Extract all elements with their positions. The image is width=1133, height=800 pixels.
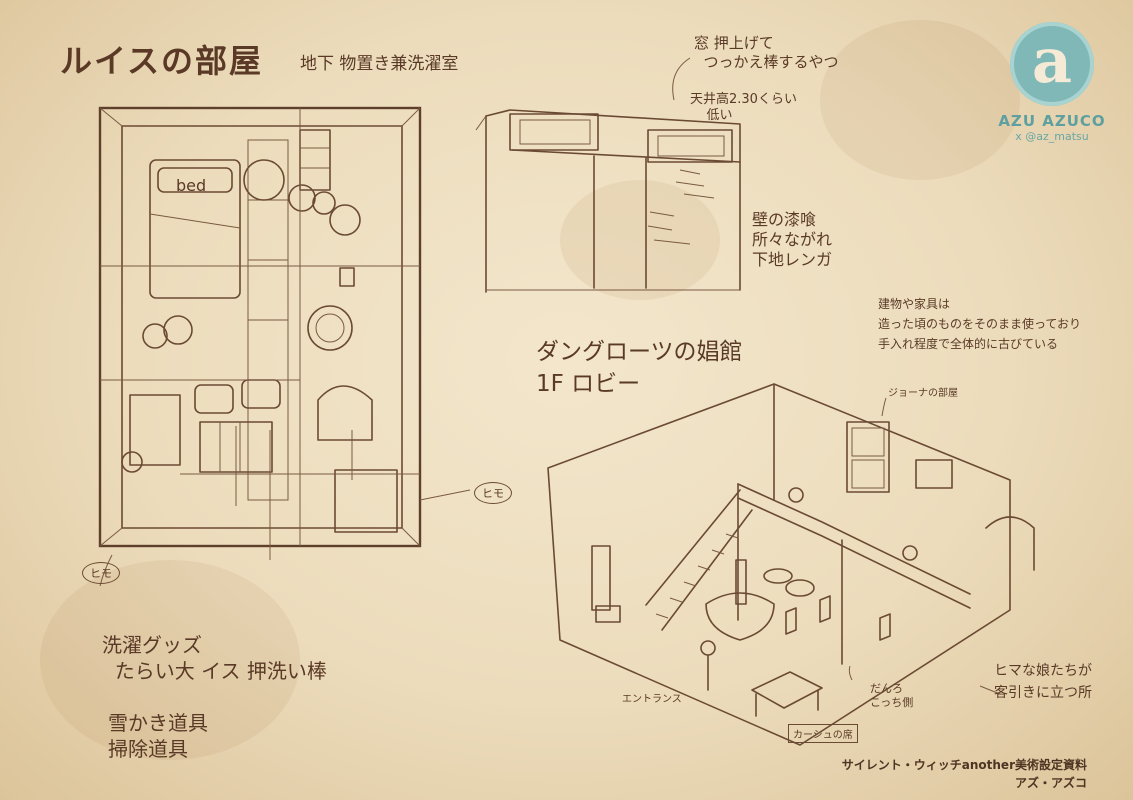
fireplace-note: だんろ こっち側 xyxy=(870,682,914,709)
window xyxy=(647,129,733,163)
figure xyxy=(902,545,918,561)
johnny-room-label: ジョーナの部屋 xyxy=(888,388,958,399)
page-title: ルイスの部屋 xyxy=(60,42,264,80)
figure xyxy=(788,487,804,503)
barrel xyxy=(243,159,285,201)
wall-elevation xyxy=(475,57,741,293)
window xyxy=(591,545,611,611)
logo-name: AZU AZUCO xyxy=(998,112,1106,130)
door xyxy=(846,421,890,493)
paper-stain xyxy=(40,560,300,760)
logo-badge: a xyxy=(1010,22,1094,106)
lobby-isometric xyxy=(547,383,1035,746)
plaster-note: 壁の漆喰 所々ながれ 下地レンガ xyxy=(752,210,833,269)
girls-note: ヒマな娘たちが 客引きに立つ所 xyxy=(994,663,1092,701)
ladder xyxy=(299,129,331,191)
artist-logo: a AZU AZUCO x @az_matsu xyxy=(992,22,1112,143)
entrance-label: エントランス xyxy=(622,694,682,705)
figure xyxy=(700,640,716,656)
lobby-title: ダングローツの娼館 1F ロビー xyxy=(536,339,743,397)
himo-tag-right: ヒモ xyxy=(474,482,512,504)
ceiling-note: 天井高2.30くらい 低い xyxy=(690,92,797,123)
bed xyxy=(149,159,241,299)
window xyxy=(509,113,599,151)
room-floor-plan xyxy=(98,106,471,587)
bed-label: bed xyxy=(176,176,207,195)
himo-tag-left: ヒモ xyxy=(82,562,120,584)
fireplace xyxy=(705,592,775,641)
paper-stain xyxy=(820,20,1020,180)
paper-stain xyxy=(560,180,720,300)
window-note: 窓 押上げて つっかえ棒するやつ xyxy=(694,34,839,71)
condition-note: 建物や家具は 造った頃のものをそのまま使っており 手入れ程度で全体的に古びている xyxy=(878,297,1082,351)
credit-line-2: アズ・アズコ xyxy=(1014,776,1087,790)
page-subtitle: 地下 物置き兼洗濯室 xyxy=(300,54,459,74)
laundry-tub xyxy=(307,305,353,351)
karushu-seat-label: カーシュの席 xyxy=(788,724,858,743)
credit-line-1: サイレント・ウィッチanother美術設定資料 xyxy=(841,758,1087,772)
logo-handle: x @az_matsu xyxy=(1015,130,1089,143)
chair xyxy=(317,385,373,441)
laundry-goods-note: 洗濯グッズ たらい大 イス 押洗い棒 xyxy=(102,633,327,683)
desk xyxy=(751,671,823,709)
cleaning-tools-note: 雪かき道具 掃除道具 xyxy=(108,711,208,761)
